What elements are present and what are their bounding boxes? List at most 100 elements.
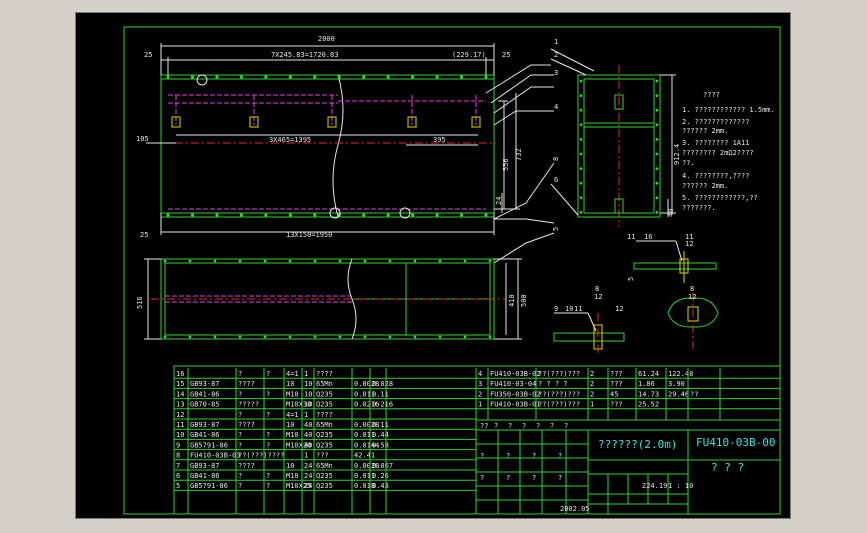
title-sign-cell: ?	[532, 474, 536, 482]
dim-bottom-offset: 25	[140, 231, 148, 239]
detail2-body	[667, 297, 719, 328]
bolt-top	[386, 75, 390, 79]
bom-left-cell: 0.0028	[354, 421, 379, 429]
bom-left-cell: ????	[316, 370, 333, 378]
bracket	[171, 116, 181, 128]
bracket	[471, 116, 481, 128]
bom-right-cell: FU350-03B-02	[490, 390, 541, 398]
title-header-cell: ?	[494, 422, 498, 430]
bom-right-cell: ? ? ? ?	[538, 380, 568, 388]
bom-right-cell: ??	[690, 390, 698, 398]
bolt-top	[190, 75, 195, 79]
plan-bolt	[363, 335, 367, 339]
notes-title: ????	[703, 91, 720, 99]
notes-line-10: ???????.	[682, 204, 716, 212]
bom-right-cell: 25.52	[638, 401, 659, 409]
bom-left-cell: 5	[176, 482, 180, 490]
bolt-bottom	[288, 213, 292, 217]
title-header-cell: ?	[508, 422, 512, 430]
dim-left-105: 105	[136, 135, 149, 143]
plan-bolt	[438, 335, 442, 339]
side-bolt	[655, 79, 659, 83]
dim-plan-410: 410	[508, 294, 516, 307]
title-sign-cell: ?	[480, 474, 484, 482]
bolt-bottom	[166, 213, 170, 217]
notes-line-7: 4. ????????,????	[682, 172, 749, 180]
bom-left-cell: M10	[286, 472, 299, 480]
notes-line-2: 2. ?????????????	[682, 118, 749, 126]
side-bolt	[579, 211, 583, 214]
bom-left-cell: Q235	[316, 482, 333, 490]
bom-left-cell: 10	[304, 401, 312, 409]
notes-line-5: ???????? 2mΩ2????	[682, 149, 754, 157]
bom-left-cell: ????	[316, 411, 333, 419]
plan-bolt	[463, 259, 467, 263]
bolt-top	[459, 75, 464, 79]
break-line	[332, 74, 344, 218]
balloon-8-stack: 8	[552, 157, 560, 161]
bom-left-cell: 10	[286, 380, 294, 388]
title-sign-cell: ?	[506, 452, 510, 460]
bom-right-cell: 4	[478, 370, 482, 378]
plan-bolt	[163, 259, 167, 263]
bom-left-cell: 10	[176, 431, 184, 439]
bom-left-cell: 40	[304, 441, 312, 449]
dim-plan-500: 500	[520, 294, 528, 307]
plan-bolt	[338, 259, 342, 263]
bom-right-cell: 3	[478, 380, 482, 388]
detail1-label-b: 16	[644, 233, 652, 241]
bom-right-cell: 1	[590, 401, 594, 409]
bom-left-cell: 14	[176, 390, 184, 398]
bom-left-cell: ????	[238, 462, 255, 470]
bom-left-cell: GB70-85	[190, 401, 220, 409]
detail3-label-e: 8	[595, 285, 599, 293]
bom-left-cell: 0.0144	[354, 441, 379, 449]
front-view	[159, 74, 496, 219]
bom-left-cell: 0.58	[372, 441, 389, 449]
detail2-label-a: 8	[690, 285, 694, 293]
bom-left-cell: 0.067	[372, 462, 393, 470]
bom-left-cell: ??(???)????	[238, 452, 284, 460]
detail3-label-d: 12	[615, 305, 623, 313]
bom-left-cell: ?	[238, 411, 242, 419]
bom-right-cell: 2	[590, 370, 594, 378]
plan-bolt	[213, 335, 217, 339]
bom-right-cell: 61.24	[638, 370, 659, 378]
bom-left-cell: ?	[238, 431, 242, 439]
detail3-label-a: 9	[554, 305, 558, 313]
side-bolt	[655, 152, 659, 156]
bolt-top	[435, 75, 439, 79]
bom-left-cell: 16	[176, 370, 184, 378]
bom-left-cell: Q235	[316, 401, 333, 409]
bom-left-cell: 24	[304, 482, 312, 490]
bom-left-cell: ?	[266, 390, 270, 398]
plan-bolt	[238, 259, 242, 263]
detail1-label-c: 11	[685, 233, 693, 241]
bolt-bottom	[459, 213, 464, 217]
dim-top-right-paren: (229.17)	[452, 51, 486, 59]
bolt-top	[411, 75, 415, 79]
bom-left-cell: M10X20	[286, 441, 311, 449]
bom-left-cell: ?	[266, 370, 270, 378]
bom-left-cell: GB93-87	[190, 380, 220, 388]
dim-side-40: 40	[667, 209, 675, 217]
bolt-top	[215, 75, 219, 79]
side-bolt	[579, 152, 583, 156]
date-value: 2002.05	[560, 505, 590, 513]
side-bolt	[579, 108, 583, 112]
bom-left-cell: M10X25	[286, 482, 311, 490]
drawing-canvas[interactable]: 2000 7X245.83=1720.83 (229.17) 25 25 105…	[75, 12, 791, 519]
plan-bolt	[313, 259, 317, 263]
side-bolt	[655, 167, 659, 171]
bom-left-cell: ?	[266, 411, 270, 419]
side-bolt	[655, 181, 659, 185]
bom-right-cell: 2	[478, 390, 482, 398]
bom-left-cell: 10	[304, 380, 312, 388]
bolt-bottom	[215, 213, 219, 217]
dim-height-732: 732	[515, 148, 523, 161]
bom-left-cell: FU410-03B-03	[190, 452, 241, 460]
detail2-frac: 12	[688, 293, 696, 301]
bom-left-cell: 1	[304, 411, 308, 419]
notes-line-3: ?????? 2mm.	[682, 127, 728, 135]
